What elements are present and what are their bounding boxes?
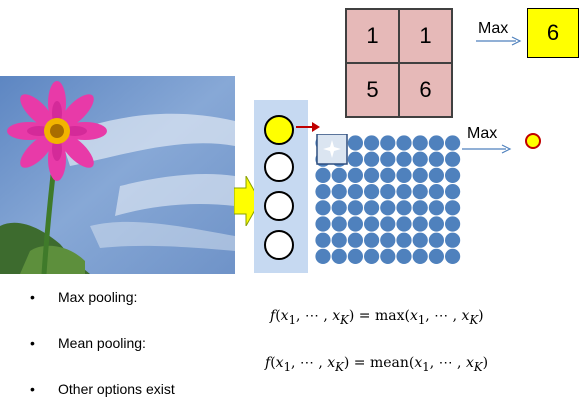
grid-dot (445, 232, 461, 248)
bullet-icon: • (30, 335, 35, 351)
grid-dot (445, 135, 461, 151)
grid-dot (315, 200, 331, 216)
grid-dot (396, 248, 412, 264)
grid-dot (380, 200, 396, 216)
pooling-matrix: 1 1 5 6 (345, 8, 453, 118)
red-arrow-icon (296, 122, 320, 132)
grid-dot (380, 232, 396, 248)
grid-dot (412, 151, 428, 167)
grid-dot (364, 167, 380, 183)
grid-dot (412, 184, 428, 200)
grid-dot (347, 216, 363, 232)
grid-dot (347, 184, 363, 200)
grid-dot (380, 248, 396, 264)
grid-dot (396, 184, 412, 200)
matrix-cell: 1 (346, 9, 399, 63)
grid-dot (428, 232, 444, 248)
grid-dot (347, 151, 363, 167)
matrix-cell: 1 (399, 9, 452, 63)
grid-dot (445, 184, 461, 200)
grid-dot (315, 216, 331, 232)
sparkle-icon (323, 140, 341, 158)
grid-dot (396, 167, 412, 183)
grid-dot (412, 167, 428, 183)
grid-dot (428, 184, 444, 200)
grid-dot (347, 232, 363, 248)
grid-dot (331, 248, 347, 264)
bullet-text: Other options exist (58, 381, 175, 397)
bullet-icon: • (30, 289, 35, 305)
grid-dot (364, 232, 380, 248)
bullet-text: Mean pooling: (58, 335, 146, 351)
mean-formula: f(x1, ⋯ , xK) = mean(x1, ⋯ , xK) (265, 355, 489, 374)
max-formula: f(x1, ⋯ , xK) = max(x1, ⋯ , xK) (270, 308, 484, 327)
grid-dot (347, 135, 363, 151)
grid-dot (428, 135, 444, 151)
grid-dot (315, 232, 331, 248)
grid-dot (364, 248, 380, 264)
grid-dot (380, 151, 396, 167)
matrix-cell: 6 (399, 63, 452, 117)
grid-dot (445, 167, 461, 183)
bullet-icon: • (30, 381, 35, 397)
matrix-cell: 5 (346, 63, 399, 117)
grid-dot (347, 167, 363, 183)
grid-dot (364, 135, 380, 151)
grid-dot (445, 248, 461, 264)
grid-dot (412, 248, 428, 264)
feature-map-grid (315, 134, 461, 264)
flower-image (0, 76, 235, 274)
grid-dot (428, 167, 444, 183)
grid-dot (396, 232, 412, 248)
grid-dot (428, 151, 444, 167)
max-result: 6 (527, 8, 579, 58)
bullet-text: Max pooling: (58, 289, 138, 305)
neuron-highlighted (264, 115, 294, 145)
output-neuron (525, 133, 541, 149)
neuron-column (254, 100, 308, 273)
grid-dot (412, 200, 428, 216)
grid-dot (445, 216, 461, 232)
max-label: Max (467, 125, 498, 142)
grid-dot (380, 167, 396, 183)
grid-dot (331, 200, 347, 216)
grid-dot (428, 216, 444, 232)
arrow-right-icon (462, 144, 512, 154)
grid-dot (315, 248, 331, 264)
grid-dot (364, 151, 380, 167)
grid-dot (315, 167, 331, 183)
grid-dot (347, 200, 363, 216)
grid-dot (347, 248, 363, 264)
neuron (264, 230, 294, 260)
grid-dot (364, 184, 380, 200)
neuron (264, 191, 294, 221)
grid-dot (396, 216, 412, 232)
grid-dot (380, 216, 396, 232)
grid-dot (364, 216, 380, 232)
grid-dot (396, 200, 412, 216)
grid-dot (331, 184, 347, 200)
grid-dot (428, 248, 444, 264)
grid-dot (445, 151, 461, 167)
grid-dot (364, 200, 380, 216)
grid-dot (380, 184, 396, 200)
yellow-arrow-icon (234, 176, 260, 226)
grid-dot (445, 200, 461, 216)
grid-dot (380, 135, 396, 151)
neuron (264, 152, 294, 182)
grid-dot (396, 135, 412, 151)
grid-dot (331, 167, 347, 183)
grid-dot (331, 216, 347, 232)
grid-dot (315, 184, 331, 200)
grid-dot (412, 135, 428, 151)
grid-dot (412, 232, 428, 248)
grid-dot (428, 200, 444, 216)
arrow-right-icon (476, 36, 522, 46)
grid-dot (396, 151, 412, 167)
grid-dot (331, 232, 347, 248)
grid-dot (412, 216, 428, 232)
max-label: Max (478, 20, 509, 37)
